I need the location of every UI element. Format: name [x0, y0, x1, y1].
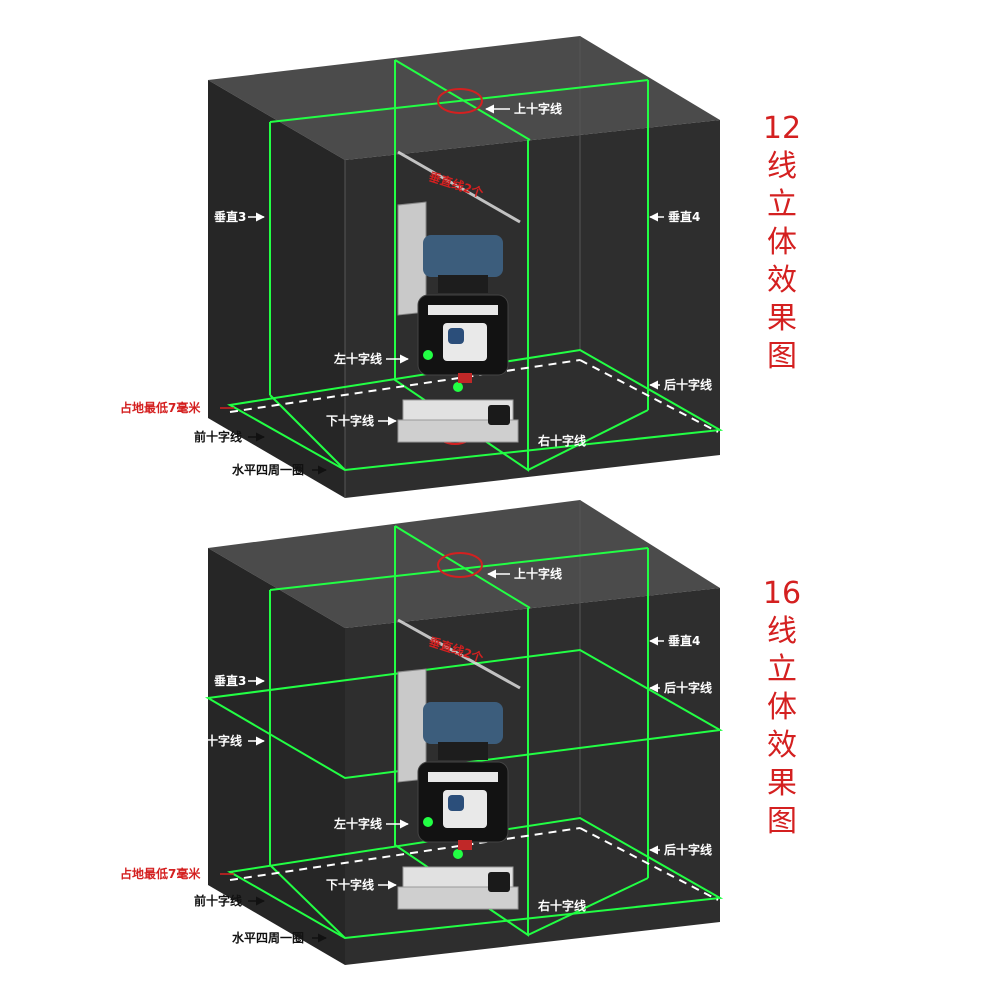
label-right-cross: 右十字线 [537, 433, 586, 448]
box-top-face [208, 500, 720, 628]
caption-char: 果 [767, 301, 797, 336]
label-top-cross: 上十字线 [514, 566, 562, 581]
caption-16-lines: 16 线 立 体 效 果 图 [752, 575, 812, 841]
label-ground-min: 占地最低7毫米 [120, 400, 201, 415]
label-back-cross: 后十字线 [664, 842, 712, 857]
caption-char: 体 [767, 225, 797, 260]
panel-12-lines: 上十字线 垂直线2个 垂直3 垂直4 左十字线 后十字线 占地最低7毫米 下十字… [120, 36, 724, 498]
caption-char: 体 [767, 690, 797, 725]
top-cross-marker [437, 88, 483, 114]
panel-16-lines: 上十字线 垂直线2个 垂直4 垂直3 后十字线 前十字线 左十字线 后十字线 占… [120, 500, 724, 965]
caption-char: 线 [767, 614, 797, 649]
caption-char: 线 [767, 149, 797, 184]
laser-lines [204, 525, 724, 940]
label-front-cross: 前十字线 [194, 429, 242, 444]
box-left-face [208, 548, 345, 965]
caption-char: 12 [762, 111, 802, 146]
box-top-face [208, 36, 720, 160]
label-left-cross: 左十字线 [333, 351, 382, 366]
caption-char: 立 [767, 652, 797, 687]
label-vertical-4: 垂直4 [668, 209, 700, 224]
top-cross-marker [437, 552, 483, 578]
label-vertical-3: 垂直3 [214, 673, 246, 688]
label-horizontal-ring: 水平四周一圈 [232, 930, 304, 945]
label-left-cross: 左十字线 [333, 816, 382, 831]
caption-char: 立 [767, 187, 797, 222]
label-back-cross-upper: 后十字线 [664, 680, 712, 695]
label-horizontal-ring: 水平四周一圈 [232, 462, 304, 477]
label-bottom-cross: 下十字线 [326, 413, 374, 428]
caption-char: 图 [767, 804, 797, 839]
caption-12-lines: 12 线 立 体 效 果 图 [752, 110, 812, 376]
caption-char: 图 [767, 339, 797, 374]
label-front-cross: 前十字线 [194, 893, 242, 908]
caption-char: 效 [767, 263, 797, 298]
label-vertical-4: 垂直4 [668, 633, 700, 648]
label-top-cross: 上十字线 [514, 101, 562, 116]
label-vertical-3: 垂直3 [214, 209, 246, 224]
caption-char: 效 [767, 728, 797, 763]
label-back-cross: 后十字线 [664, 377, 712, 392]
label-ground-min: 占地最低7毫米 [120, 866, 201, 881]
box-left-face [208, 80, 345, 498]
caption-char: 16 [762, 576, 802, 611]
label-right-cross: 右十字线 [537, 898, 586, 913]
label-front-cross-upper: 前十字线 [194, 733, 242, 748]
label-bottom-cross: 下十字线 [326, 877, 374, 892]
caption-char: 果 [767, 766, 797, 801]
